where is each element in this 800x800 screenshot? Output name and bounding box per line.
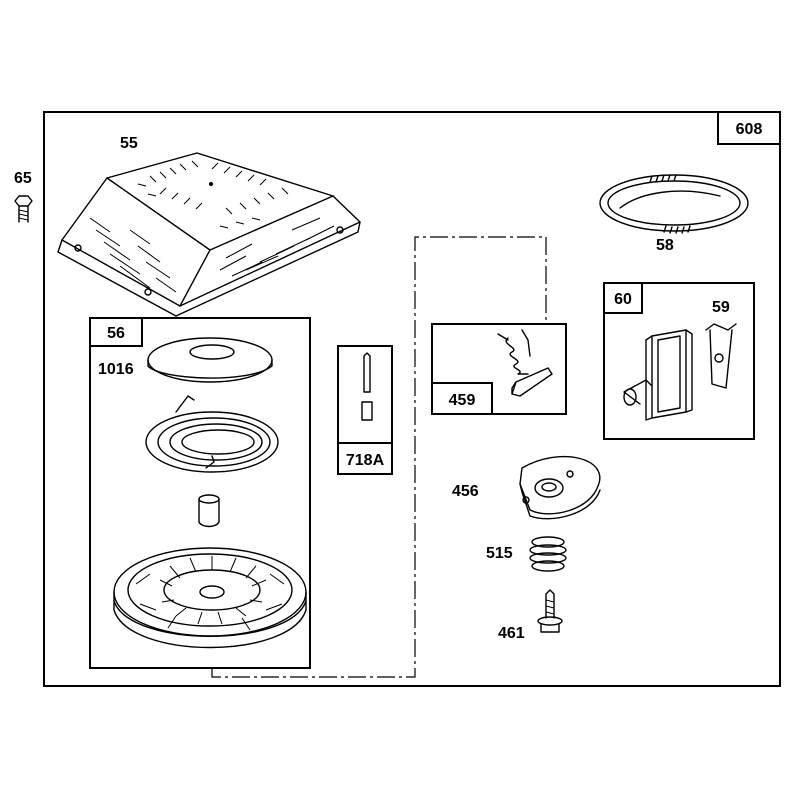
- pulley-rim-inner: [127, 553, 293, 627]
- spring-coil-4: [181, 429, 255, 455]
- rope-loop-outer: [599, 174, 749, 232]
- pulley-box-label-frame: [89, 317, 143, 347]
- dog-spring: [497, 333, 529, 375]
- retainer-hub-outer: [534, 478, 564, 498]
- housing-top-vents: [137, 160, 289, 229]
- starter-rope-58[interactable]: 58: [599, 174, 749, 254]
- spring-coil-3: [169, 423, 263, 461]
- housing-front-side: [61, 177, 211, 307]
- retainer-edge: [519, 483, 601, 520]
- label-456: 456: [452, 483, 479, 500]
- clip-hole: [714, 353, 724, 363]
- retainer-post-left: [522, 496, 530, 504]
- spring-coil-c: [529, 552, 567, 564]
- spring-hook-bottom: [205, 455, 215, 469]
- label-56: 56: [107, 325, 125, 342]
- screw-flange: [537, 616, 563, 626]
- blower-housing-55[interactable]: 55: [57, 135, 361, 317]
- starter-dog: [511, 367, 553, 397]
- rope-clip-59[interactable]: [705, 323, 737, 389]
- retainer-hub-inner: [541, 482, 557, 492]
- housing-center-hole: [209, 182, 213, 186]
- recoil-spring[interactable]: [145, 395, 279, 473]
- bolt-65[interactable]: 65: [14, 170, 33, 223]
- bolt-65-thread: [18, 209, 29, 221]
- pin-box-label-frame: [337, 442, 393, 475]
- washer-edge: [147, 359, 273, 379]
- kit-608-box: [717, 111, 781, 145]
- rope-strand: [619, 190, 721, 209]
- diagram-frame: [43, 111, 781, 687]
- retainer-post-right: [566, 470, 574, 478]
- housing-mount-hole-mid: [144, 288, 152, 296]
- label-461: 461: [498, 625, 525, 642]
- handle-grip-inner: [657, 335, 681, 413]
- clip-body: [709, 329, 733, 389]
- roll-pin: [363, 352, 371, 393]
- connector-line: [211, 236, 547, 678]
- bushing-body: [198, 498, 220, 528]
- handle-box-frame: [603, 282, 755, 440]
- dog-kit-box-459[interactable]: 459: [431, 323, 567, 415]
- handle-grip-front: [651, 329, 687, 419]
- bolt-65-head: [14, 195, 33, 207]
- housing-mount-hole-left: [74, 244, 82, 252]
- handle-box-label-frame: [603, 282, 643, 314]
- handle-box-60[interactable]: 60 59: [603, 282, 755, 440]
- label-459: 459: [449, 392, 476, 409]
- pin-box-718a[interactable]: 718A: [337, 345, 393, 475]
- label-60: 60: [614, 291, 632, 308]
- pulley-rim-side: [113, 591, 307, 649]
- housing-mount-hole-right: [336, 226, 344, 234]
- washer-1016[interactable]: [147, 337, 273, 383]
- label-55: 55: [120, 135, 138, 152]
- housing-side-vents: [89, 217, 335, 293]
- pulley-center-hole: [199, 585, 225, 599]
- bushing-top: [198, 494, 220, 504]
- clip-top-tabs: [705, 323, 737, 331]
- dowel-pin: [361, 401, 373, 421]
- screw-thread: [545, 599, 555, 615]
- label-58: 58: [656, 237, 674, 254]
- handle-grip-sides: [645, 329, 693, 421]
- spring-coil-d: [531, 560, 565, 572]
- pulley-bushing[interactable]: [198, 494, 220, 528]
- starter-pulley[interactable]: [113, 547, 307, 649]
- handle-insert-end: [623, 388, 637, 406]
- handle-insert-arm: [623, 379, 653, 405]
- rope-end-top: [649, 174, 677, 183]
- dog-kit-box-frame: [431, 323, 567, 415]
- housing-top: [106, 152, 334, 251]
- screw-head: [540, 623, 560, 633]
- pulley-box-frame: [89, 317, 311, 669]
- pulley-ribs: [135, 556, 285, 631]
- spring-coil-a: [531, 536, 565, 548]
- spring-hook-top: [175, 395, 195, 413]
- rope-end-bottom: [663, 225, 691, 234]
- washer-hole: [189, 344, 235, 360]
- pulley-groove: [113, 600, 307, 637]
- label-65: 65: [14, 170, 32, 187]
- label-515: 515: [486, 545, 513, 562]
- label-718a: 718A: [346, 452, 385, 469]
- housing-flange: [57, 221, 361, 317]
- pulley-box-56[interactable]: 56 1016: [89, 317, 311, 669]
- label-608: 608: [736, 121, 763, 138]
- screw-461[interactable]: 461: [498, 589, 563, 642]
- label-59: 59: [712, 299, 730, 316]
- spring-coil-1: [145, 411, 279, 473]
- retainer-plate: [519, 455, 601, 515]
- pulley-rim-outer: [113, 547, 307, 637]
- retainer-456[interactable]: 456: [452, 455, 601, 520]
- kit-608-callout[interactable]: 608: [717, 111, 781, 145]
- dog-spring-leg: [521, 329, 531, 357]
- compression-spring-515[interactable]: 515: [486, 536, 567, 572]
- housing-right-side: [179, 195, 361, 307]
- spring-coil-2: [157, 417, 271, 467]
- spring-coil-b: [529, 544, 567, 556]
- dog-kit-label-frame: [431, 382, 493, 415]
- label-1016: 1016: [98, 361, 134, 378]
